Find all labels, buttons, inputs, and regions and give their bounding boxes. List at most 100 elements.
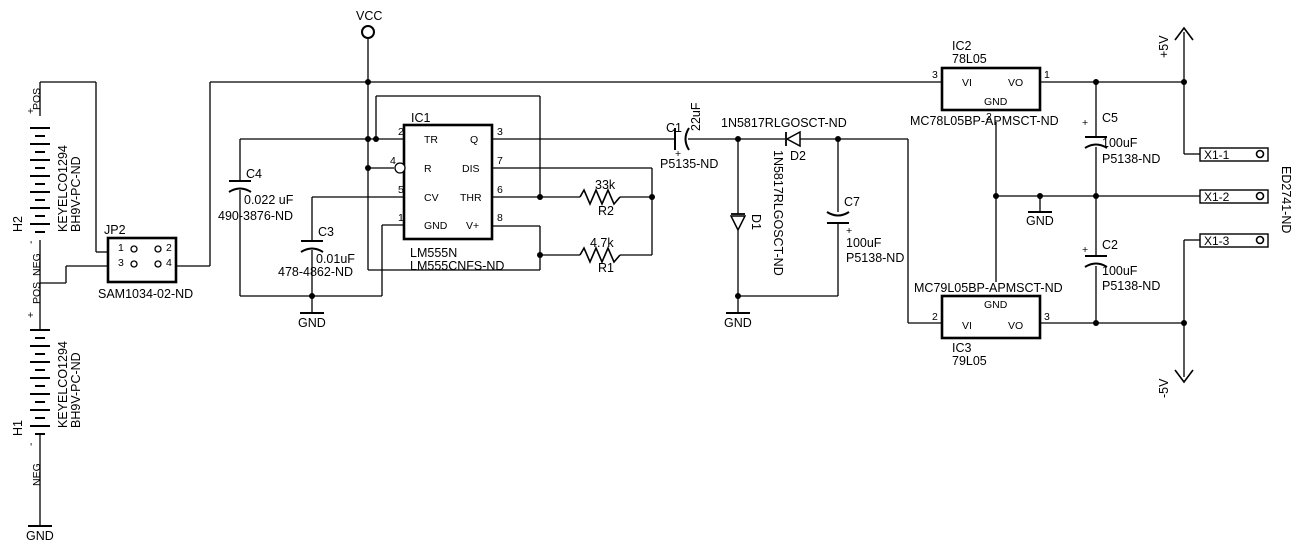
plus5v-supply-arrow: +5V [1157, 26, 1194, 58]
reset-inversion-bubble [394, 162, 406, 174]
pin-8-num: 8 [497, 212, 503, 224]
svg-text:3: 3 [1044, 311, 1050, 323]
svg-text:0.022 uF: 0.022 uF [244, 193, 294, 207]
capacitor-c7: C7 + 100uF P5138-ND [826, 195, 904, 265]
svg-text:IC3: IC3 [952, 341, 972, 355]
svg-text:X1-3: X1-3 [1204, 234, 1230, 248]
svg-text:1N5817RLGOSCT-ND: 1N5817RLGOSCT-ND [721, 116, 847, 130]
svg-text:D1: D1 [749, 214, 763, 230]
svg-text:GND: GND [984, 299, 1008, 311]
svg-text:+5V: +5V [1157, 35, 1171, 58]
svg-text:GND: GND [26, 529, 54, 543]
pin-6-num: 6 [497, 184, 503, 196]
svg-text:C4: C4 [246, 167, 262, 181]
battery-h1: + - POS NEG H1 KEYELCO1294 BH9V-PC-ND [11, 282, 83, 486]
svg-text:4.7k: 4.7k [590, 236, 614, 250]
svg-text:MC78L05BP-APMSCT-ND: MC78L05BP-APMSCT-ND [910, 114, 1059, 128]
svg-text:C1: C1 [666, 121, 682, 135]
gnd-symbol-battery: GND [26, 525, 54, 543]
svg-text:4: 4 [166, 257, 172, 269]
svg-text:GND: GND [724, 316, 752, 330]
battery-h2: + - POS NEG H2 KEYELCO1294 BH9V-PC-ND [11, 88, 83, 276]
svg-text:100uF: 100uF [1102, 136, 1138, 150]
svg-text:P5138-ND: P5138-ND [846, 251, 904, 265]
svg-text:+: + [1082, 244, 1088, 256]
svg-text:X1-2: X1-2 [1204, 190, 1230, 204]
pin-r-label: R [424, 163, 432, 175]
svg-text:79L05: 79L05 [952, 354, 987, 368]
ic1-part: LM555CNFS-ND [410, 259, 504, 273]
capacitor-c3: C3 0.01uF 478-4862-ND [278, 225, 355, 279]
svg-text:P5138-ND: P5138-ND [1102, 152, 1160, 166]
svg-text:22uF: 22uF [689, 102, 703, 131]
svg-text:D2: D2 [790, 149, 806, 163]
svg-text:X1-1: X1-1 [1204, 148, 1230, 162]
gnd-symbol-d1: GND [724, 312, 752, 330]
svg-text:1: 1 [118, 242, 124, 254]
svg-text:POS: POS [31, 88, 43, 110]
svg-text:+: + [846, 225, 852, 237]
junction-dots [309, 79, 1187, 326]
minus5v-supply-arrow: -5V [1157, 369, 1194, 398]
ic1-ref: IC1 [411, 111, 431, 125]
svg-text:2: 2 [986, 111, 992, 123]
resistor-r2: 33k R2 [579, 178, 621, 218]
gnd-symbol-reg: GND [1026, 211, 1054, 228]
svg-text:C5: C5 [1102, 111, 1118, 125]
svg-text:+: + [675, 148, 681, 160]
svg-text:NEG: NEG [31, 463, 43, 486]
jumper-jp2: JP2 1 2 3 4 SAM1034-02-ND [98, 223, 193, 301]
pin-vplus-label: V+ [466, 220, 479, 232]
svg-text:H2: H2 [11, 216, 25, 232]
pin-gnd-label: GND [424, 220, 448, 232]
svg-text:3: 3 [932, 69, 938, 81]
svg-text:KEYELCO1294: KEYELCO1294 [56, 341, 70, 428]
connector-x1: X1-1 X1-2 X1-3 ED2741-ND [1199, 147, 1293, 248]
svg-text:VO: VO [1008, 320, 1023, 332]
capacitor-c1: C1 + 22uF P5135-ND [660, 102, 718, 171]
svg-text:-: - [25, 240, 37, 244]
svg-text:P5138-ND: P5138-ND [1102, 279, 1160, 293]
svg-text:GND: GND [984, 96, 1008, 108]
svg-text:2: 2 [166, 242, 172, 254]
svg-text:GND: GND [298, 316, 326, 330]
svg-text:NEG: NEG [31, 253, 43, 276]
pin-4-num: 4 [390, 155, 396, 167]
svg-text:33k: 33k [595, 178, 616, 192]
svg-text:1: 1 [1044, 69, 1050, 81]
svg-text:490-3876-ND: 490-3876-ND [218, 209, 293, 223]
vcc-label: VCC [356, 9, 382, 23]
svg-text:ED2741-ND: ED2741-ND [1279, 166, 1293, 233]
pin-tr-label: TR [424, 134, 438, 146]
svg-text:POS: POS [31, 282, 43, 304]
svg-text:H1: H1 [11, 420, 25, 436]
svg-text:BH9V-PC-ND: BH9V-PC-ND [69, 156, 83, 232]
svg-text:GND: GND [1026, 214, 1054, 228]
capacitor-c2: + C2 100uF P5138-ND [1082, 238, 1160, 293]
gnd-symbol-c3: GND [298, 312, 326, 330]
svg-text:2: 2 [932, 311, 938, 323]
svg-text:MC79L05BP-APMSCT-ND: MC79L05BP-APMSCT-ND [914, 281, 1063, 295]
pin-7-num: 7 [497, 155, 503, 167]
ic2-regulator: IC2 78L05 VI VO GND 3 1 2 MC78L05BP-APMS… [910, 39, 1059, 128]
vcc-symbol: VCC [356, 9, 382, 39]
svg-text:JP2: JP2 [104, 223, 126, 237]
svg-text:VI: VI [962, 320, 972, 332]
svg-text:78L05: 78L05 [952, 52, 987, 66]
capacitor-c5: + C5 100uF P5138-ND [1082, 111, 1160, 166]
svg-text:3: 3 [118, 257, 124, 269]
svg-text:+: + [1082, 117, 1088, 129]
svg-text:IC2: IC2 [952, 39, 972, 53]
pin-5-num: 5 [398, 184, 404, 196]
ic1-timer: IC1 LM555N LM555CNFS-ND TR Q R DIS CV TH… [390, 111, 504, 273]
svg-text:SAM1034-02-ND: SAM1034-02-ND [98, 287, 193, 301]
pin-3-num: 3 [497, 126, 503, 138]
svg-text:+: + [25, 312, 37, 318]
svg-text:+: + [25, 108, 37, 114]
svg-text:478-4862-ND: 478-4862-ND [278, 265, 353, 279]
svg-text:VO: VO [1008, 77, 1023, 89]
svg-text:C7: C7 [844, 195, 860, 209]
svg-text:C2: C2 [1102, 238, 1118, 252]
pin-1-num: 1 [398, 212, 404, 224]
pin-thr-label: THR [460, 192, 482, 204]
